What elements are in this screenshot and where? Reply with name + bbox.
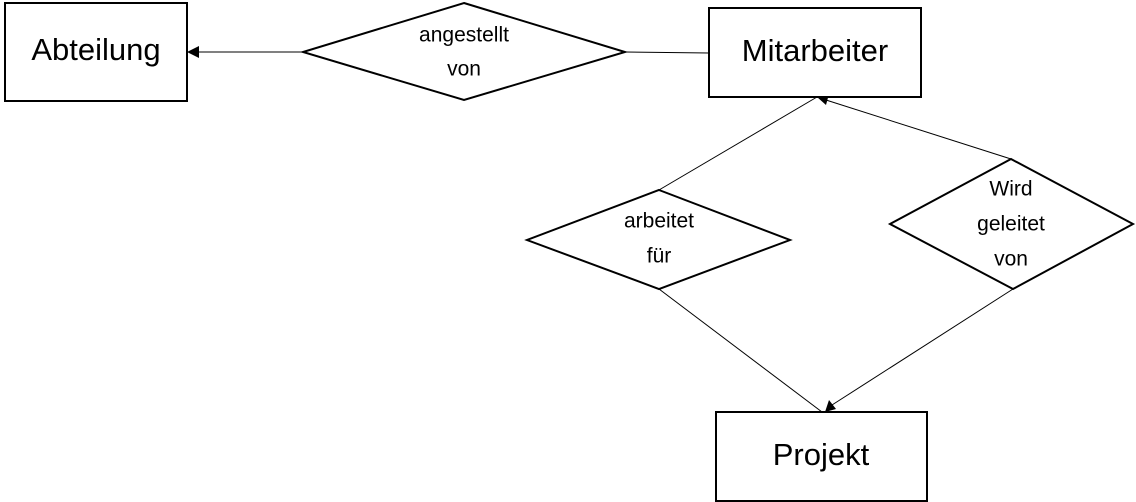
entity-mitarbeiter: Mitarbeiter bbox=[708, 7, 922, 98]
edge-geleitet-to-projekt bbox=[831, 288, 1014, 406]
entity-projekt-label: Projekt bbox=[773, 437, 870, 472]
edge-arbeitet-to-mitarbeiter bbox=[658, 96, 818, 191]
entity-abteilung: Abteilung bbox=[4, 2, 188, 102]
edge-angestellt-to-mitarbeiter bbox=[624, 51, 710, 54]
relationship-arbeitet-fuer: arbeitet für bbox=[524, 188, 793, 291]
relationship-wird-geleitet-von-line-2: geleitet bbox=[977, 213, 1045, 236]
arrowhead-projekt bbox=[825, 400, 836, 412]
entity-projekt: Projekt bbox=[715, 411, 928, 502]
edge-arbeitet-to-projekt bbox=[658, 288, 823, 413]
edge-geleitet-to-mitarbeiter bbox=[825, 99, 1012, 160]
relationship-angestellt-von-line-2: von bbox=[447, 58, 481, 81]
relationship-angestellt-von-line-1: angestellt bbox=[419, 24, 509, 47]
relationship-arbeitet-fuer-line-1: arbeitet bbox=[624, 210, 694, 233]
relationship-angestellt-von: angestellt von bbox=[299, 1, 629, 102]
relationship-arbeitet-fuer-line-2: für bbox=[647, 245, 672, 268]
entity-mitarbeiter-label: Mitarbeiter bbox=[742, 33, 888, 68]
relationship-wird-geleitet-von: Wird geleitet von bbox=[887, 157, 1136, 291]
arrowhead-abteilung bbox=[187, 46, 199, 58]
relationship-wird-geleitet-von-line-1: Wird bbox=[989, 178, 1032, 201]
relationship-wird-geleitet-von-line-3: von bbox=[994, 248, 1028, 271]
entity-abteilung-label: Abteilung bbox=[31, 32, 160, 67]
